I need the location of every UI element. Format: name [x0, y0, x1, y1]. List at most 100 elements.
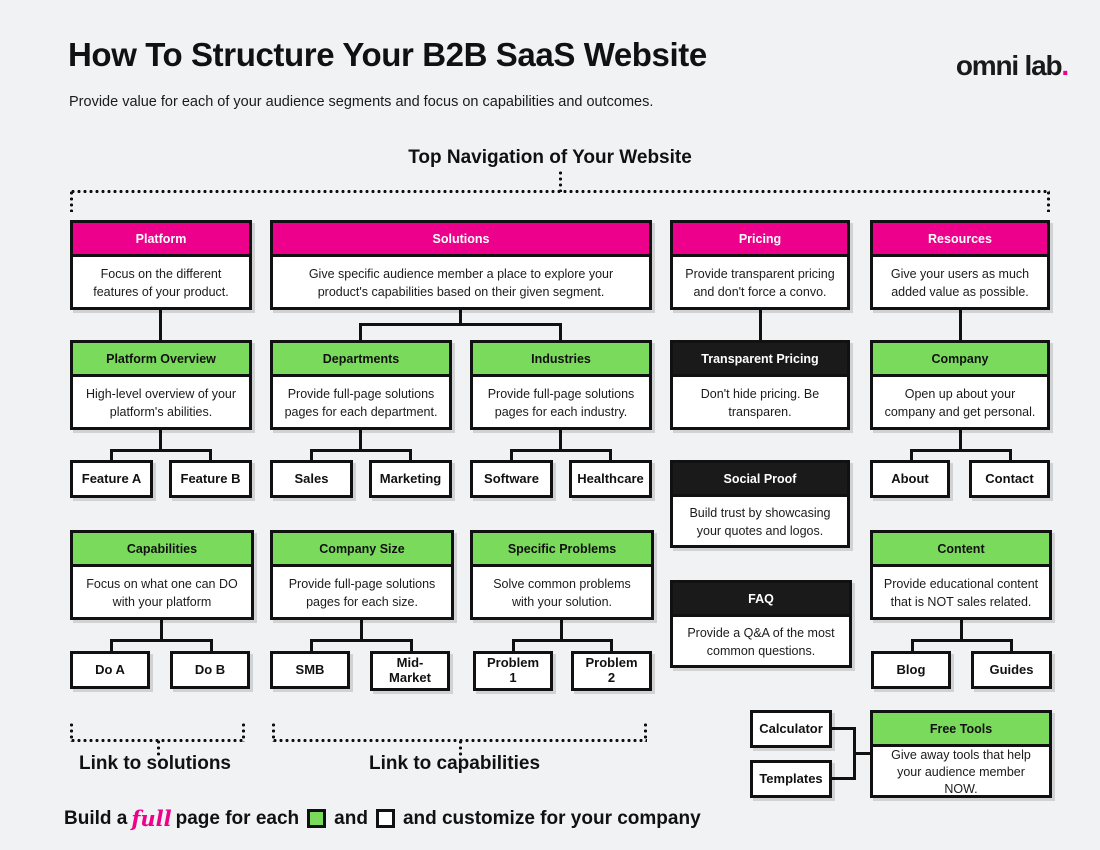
leaf-blog[interactable]: Blog	[871, 651, 951, 689]
leaf-calculator[interactable]: Calculator	[750, 710, 832, 748]
card-platform-overview[interactable]: Platform Overview High-level overview of…	[70, 340, 252, 430]
card-transparent-pricing[interactable]: Transparent Pricing Don't hide pricing. …	[670, 340, 850, 430]
connector-templates	[832, 777, 856, 780]
legend-part-1: Build a	[64, 807, 128, 829]
card-header: Platform Overview	[73, 343, 249, 377]
bracket-left-stub	[70, 190, 73, 212]
nav-card-solutions[interactable]: Solutions Give specific audience member …	[270, 220, 652, 310]
connector-midmarket	[410, 639, 413, 652]
connector-healthcare	[609, 449, 612, 461]
connector-sp-bus	[512, 639, 613, 642]
card-header: Industries	[473, 343, 649, 377]
connector-company-bus	[910, 449, 1012, 452]
card-content[interactable]: Content Provide educational content that…	[870, 530, 1052, 620]
connector-tools-stem	[853, 752, 873, 755]
connector-software	[510, 449, 513, 461]
card-desc: Provide full-page solutions pages for ea…	[487, 387, 635, 419]
leaf-do-b[interactable]: Do B	[170, 651, 250, 689]
connector-smb	[310, 639, 313, 652]
leaf-problem-2[interactable]: Problem 2	[571, 651, 652, 691]
leaf-do-a[interactable]: Do A	[70, 651, 150, 689]
legend-part-3: and customize for your company	[402, 807, 701, 829]
card-capabilities[interactable]: Capabilities Focus on what one can DO wi…	[70, 530, 254, 620]
card-header: Content	[873, 533, 1049, 567]
connector-cap-stem	[160, 620, 163, 642]
connector-do-b	[210, 639, 213, 652]
connector-about	[910, 449, 913, 461]
logo-text: omni lab	[955, 50, 1063, 81]
connector-sales	[310, 449, 313, 461]
leaf-feature-b[interactable]: Feature B	[169, 460, 252, 498]
connector-industries	[559, 323, 562, 340]
connector-cs-stem	[360, 620, 363, 642]
leaf-problem-1[interactable]: Problem 1	[473, 651, 553, 691]
connector-cs-bus	[310, 639, 413, 642]
card-company[interactable]: Company Open up about your company and g…	[870, 340, 1050, 430]
connector-sp-stem	[560, 620, 563, 642]
leaf-mid-market[interactable]: Mid- Market	[370, 651, 450, 691]
card-desc: Provide full-page solutions pages for ea…	[284, 387, 438, 419]
card-social-proof[interactable]: Social Proof Build trust by showcasing y…	[670, 460, 850, 548]
connector-feature-b	[209, 449, 212, 461]
connector-po-bus	[110, 449, 212, 452]
leaf-feature-a[interactable]: Feature A	[70, 460, 153, 498]
connector-content-bus	[911, 639, 1013, 642]
connector-contact	[1009, 449, 1012, 461]
leaf-about[interactable]: About	[870, 460, 950, 498]
leaf-sales[interactable]: Sales	[270, 460, 353, 498]
nav-card-resources[interactable]: Resources Give your users as much added …	[870, 220, 1050, 310]
bracket-center-stub	[559, 170, 562, 192]
legend-emphasis-full: full	[131, 806, 172, 831]
nav-card-desc: Give your users as much added value as p…	[890, 267, 1030, 299]
card-desc: Give away tools that help your audience …	[891, 747, 1031, 797]
card-specific-problems[interactable]: Specific Problems Solve common problems …	[470, 530, 654, 620]
card-industries[interactable]: Industries Provide full-page solutions p…	[470, 340, 652, 430]
nav-card-pricing[interactable]: Pricing Provide transparent pricing and …	[670, 220, 850, 310]
card-free-tools[interactable]: Free Tools Give away tools that help you…	[870, 710, 1052, 798]
leaf-healthcare[interactable]: Healthcare	[569, 460, 652, 498]
bracket-left-stub	[70, 722, 73, 742]
card-desc: High-level overview of your platform's a…	[85, 387, 237, 419]
card-company-size[interactable]: Company Size Provide full-page solutions…	[270, 530, 454, 620]
connector-company-stem	[959, 430, 962, 452]
leaf-templates[interactable]: Templates	[750, 760, 832, 798]
leaf-marketing[interactable]: Marketing	[369, 460, 452, 498]
page-subtitle: Provide value for each of your audience …	[69, 94, 654, 110]
connector-pricing	[759, 310, 762, 340]
card-header: Specific Problems	[473, 533, 651, 567]
card-desc: Build trust by showcasing your quotes an…	[689, 506, 831, 538]
connector-po-stem	[159, 430, 162, 452]
leaf-smb[interactable]: SMB	[270, 651, 350, 689]
nav-card-desc: Focus on the different features of your …	[93, 267, 229, 299]
connector-ind-bus	[510, 449, 612, 452]
leaf-software[interactable]: Software	[470, 460, 553, 498]
connector-problem-2	[610, 639, 613, 652]
nav-card-platform[interactable]: Platform Focus on the different features…	[70, 220, 252, 310]
connector-problem-1	[512, 639, 515, 652]
connector-do-a	[110, 639, 113, 652]
connector-departments	[359, 323, 362, 340]
nav-card-header: Platform	[73, 223, 249, 257]
nav-heading: Top Navigation of Your Website	[408, 147, 692, 168]
card-header: FAQ	[673, 583, 849, 617]
nav-card-desc: Give specific audience member a place to…	[308, 267, 614, 299]
top-nav-dotted-bracket	[70, 170, 1050, 212]
leaf-contact[interactable]: Contact	[969, 460, 1050, 498]
card-header: Company Size	[273, 533, 451, 567]
link-solutions-bracket	[70, 722, 245, 757]
card-faq[interactable]: FAQ Provide a Q&A of the most common que…	[670, 580, 852, 668]
card-desc: Focus on what one can DO with your platf…	[86, 577, 238, 609]
connector-dept-stem	[359, 430, 362, 452]
connector-content-stem	[960, 620, 963, 642]
legend-conjunction: and	[334, 807, 368, 829]
card-header: Capabilities	[73, 533, 251, 567]
bracket-left-stub	[272, 722, 275, 742]
nav-card-desc: Provide transparent pricing and don't fo…	[685, 267, 835, 299]
card-header: Company	[873, 343, 1047, 377]
link-capabilities-bracket	[272, 722, 647, 757]
card-departments[interactable]: Departments Provide full-page solutions …	[270, 340, 452, 430]
card-desc: Solve common problems with your solution…	[493, 577, 631, 609]
nav-card-header: Resources	[873, 223, 1047, 257]
leaf-guides[interactable]: Guides	[971, 651, 1052, 689]
nav-card-header: Solutions	[273, 223, 649, 257]
